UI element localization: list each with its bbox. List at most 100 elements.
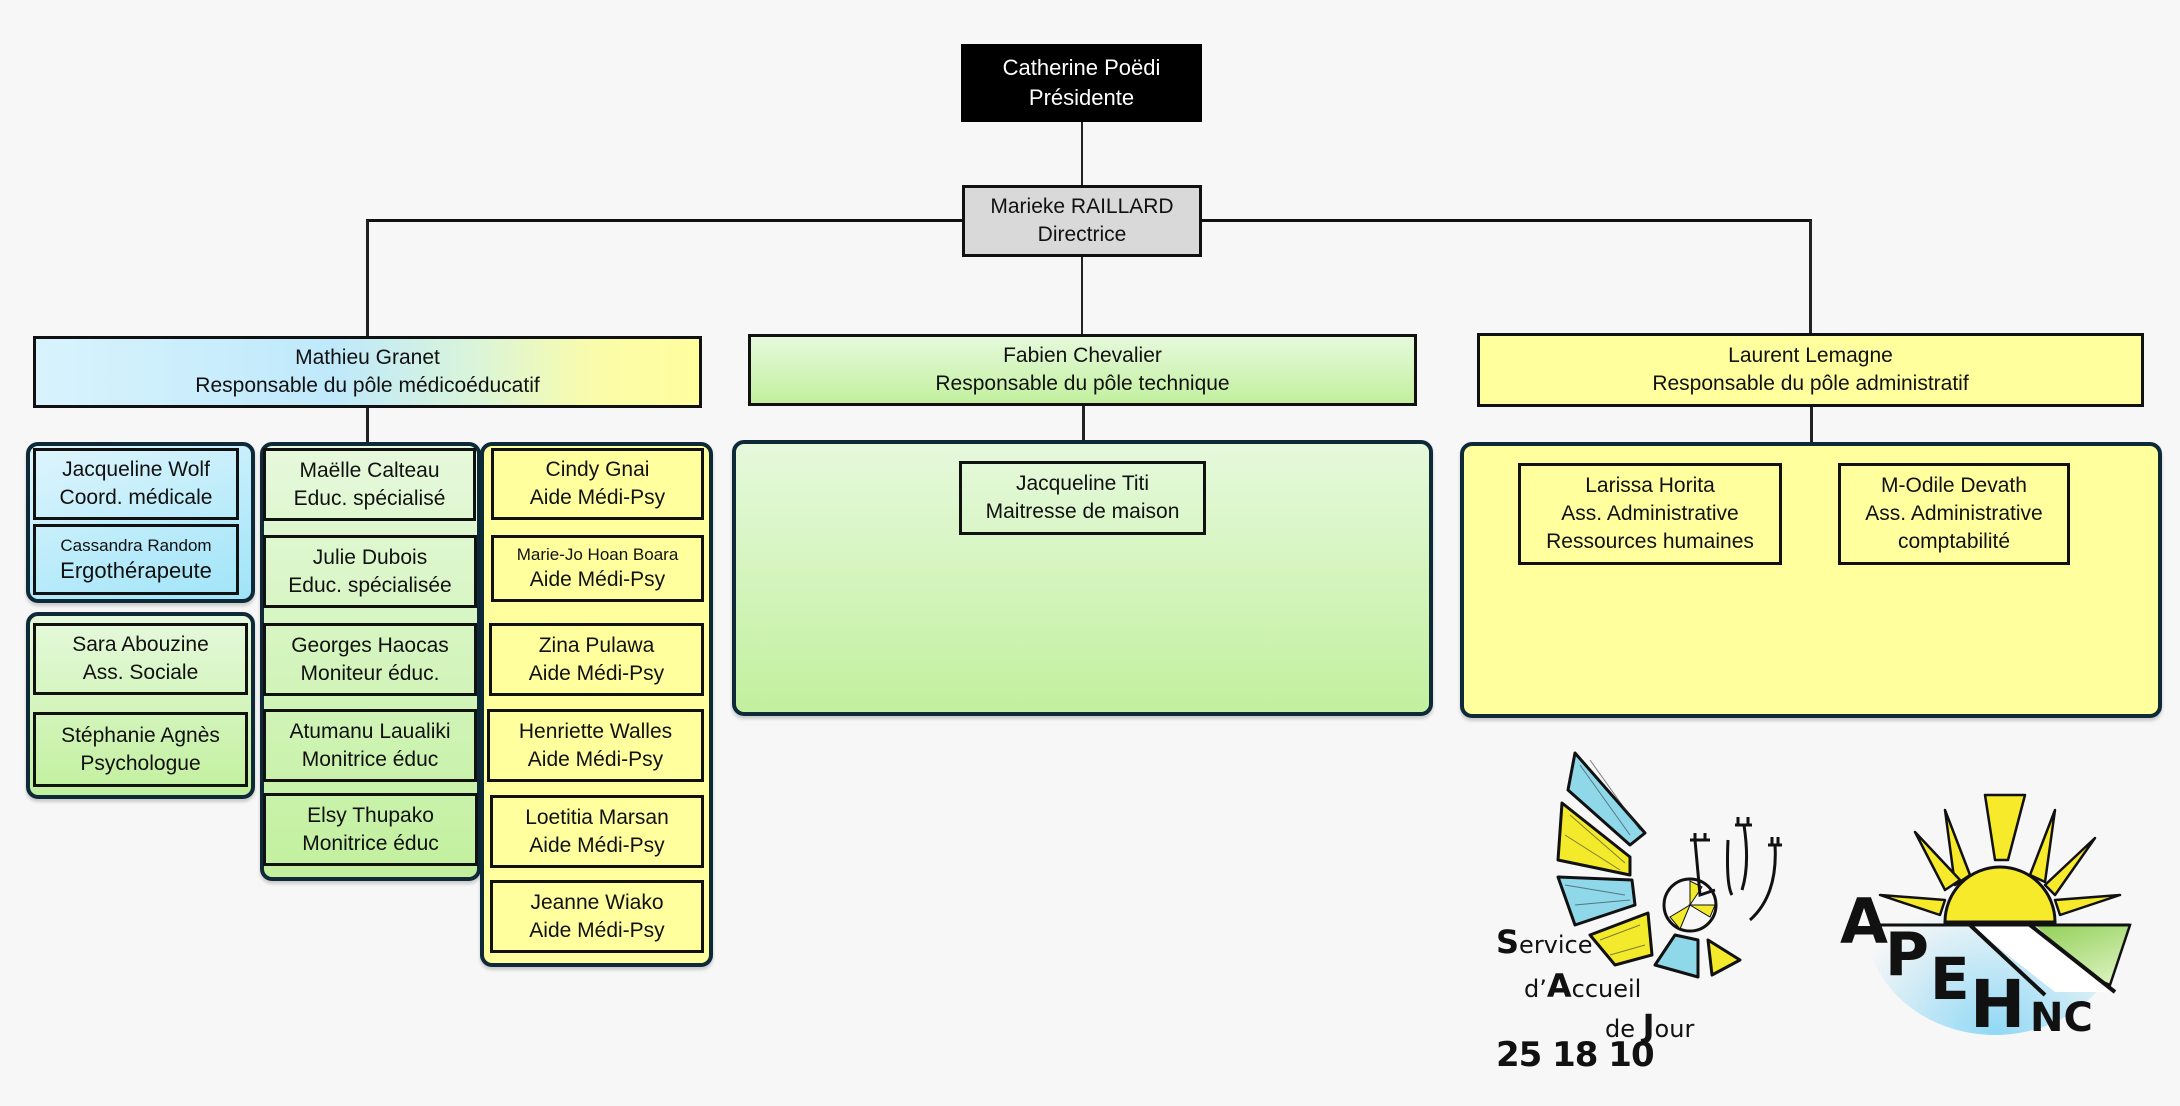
staff-name: Loetitia Marsan: [525, 805, 669, 829]
group-administratif: [1460, 442, 2162, 718]
pole-head-role: Responsable du pôle médicoéducatif: [195, 374, 540, 397]
saj-line-jour: de Jour: [1605, 1007, 1694, 1045]
saj-line-accueil: d’Accueil: [1524, 967, 1641, 1005]
staff-name: Georges Haocas: [291, 633, 449, 657]
staff-name: Elsy Thupako: [307, 803, 434, 827]
apehnc-logo: A P E H NC: [1830, 770, 2140, 1050]
staff-card[interactable]: Zina Pulawa Aide Médi-Psy: [489, 623, 704, 696]
apehnc-letter-e: E: [1930, 945, 1970, 1013]
pole-head-role: Responsable du pôle administratif: [1652, 372, 1969, 395]
connector-pole-admin: [1809, 220, 1812, 334]
staff-role: Psychologue: [80, 751, 201, 775]
group-social: [26, 612, 255, 799]
staff-name: Atumanu Laualiki: [289, 719, 451, 743]
group-technique: [732, 440, 1433, 716]
saj-logo: Service d’Accueil de Jour 25 18 10: [1480, 745, 1820, 1085]
text: d’: [1524, 975, 1547, 1003]
staff-detail: Ressources humaines: [1546, 530, 1754, 553]
staff-card[interactable]: Maëlle Calteau Educ. spécialisé: [263, 448, 476, 521]
staff-card[interactable]: Marie-Jo Hoan Boara Aide Médi-Psy: [491, 535, 704, 602]
staff-name: Cassandra Random: [60, 535, 212, 555]
director-node[interactable]: Marieke RAILLARD Directrice: [962, 185, 1202, 257]
staff-card[interactable]: Julie Dubois Educ. spécialisée: [263, 535, 477, 608]
staff-role: Educ. spécialisée: [288, 573, 452, 597]
connector-pole-medico: [366, 220, 369, 336]
director-role: Directrice: [1037, 223, 1127, 246]
staff-name: Henriette Walles: [518, 719, 673, 743]
group-educators: [260, 442, 481, 881]
staff-role: Monitrice éduc: [301, 747, 439, 771]
staff-card[interactable]: Stéphanie Agnès Psychologue: [33, 712, 248, 787]
staff-name: Zina Pulawa: [538, 633, 655, 657]
connector-pole-technique: [1081, 256, 1083, 335]
staff-role: Aide Médi-Psy: [529, 918, 665, 942]
apehnc-letter-h: H: [1970, 966, 2026, 1043]
connector-president-director: [1081, 122, 1083, 186]
text: ervice: [1519, 931, 1593, 959]
staff-name: Stéphanie Agnès: [61, 723, 220, 747]
staff-role: Aide Médi-Psy: [528, 661, 665, 685]
staff-role: Educ. spécialisé: [293, 486, 446, 510]
staff-card[interactable]: Loetitia Marsan Aide Médi-Psy: [490, 795, 704, 868]
president-role: Présidente: [1028, 85, 1135, 110]
pole-head-administratif[interactable]: Laurent Lemagne Responsable du pôle admi…: [1477, 333, 2144, 407]
staff-card[interactable]: M-Odile Devath Ass. Administrative compt…: [1838, 463, 2070, 565]
pole-head-name: Mathieu Granet: [295, 346, 440, 369]
staff-role: Aide Médi-Psy: [527, 747, 664, 771]
staff-role: Aide Médi-Psy: [529, 833, 665, 857]
staff-name: Marie-Jo Hoan Boara: [516, 544, 679, 564]
pole-head-role: Responsable du pôle technique: [935, 372, 1230, 395]
connector-technique-staff: [1082, 406, 1085, 442]
staff-role: Aide Médi-Psy: [529, 567, 666, 591]
staff-role: Maitresse de maison: [985, 500, 1180, 523]
pole-head-technique[interactable]: Fabien Chevalier Responsable du pôle tec…: [748, 334, 1417, 406]
saj-phone: 25 18 10: [1496, 1035, 1655, 1075]
pole-head-name: Laurent Lemagne: [1728, 344, 1893, 367]
staff-card[interactable]: Jeanne Wiako Aide Médi-Psy: [490, 880, 704, 953]
staff-role: Aide Médi-Psy: [529, 486, 666, 509]
staff-name: Sara Abouzine: [72, 633, 209, 656]
staff-role: Coord. médicale: [59, 486, 213, 509]
pole-head-name: Fabien Chevalier: [1003, 344, 1162, 367]
staff-card[interactable]: Sara Abouzine Ass. Sociale: [33, 623, 248, 695]
group-aides: [480, 442, 713, 967]
pole-head-medicoeducatif[interactable]: Mathieu Granet Responsable du pôle médic…: [33, 336, 702, 408]
staff-role: Ass. Administrative: [1561, 502, 1739, 525]
staff-name: Larissa Horita: [1585, 474, 1715, 497]
staff-role: Ass. Administrative: [1865, 502, 2043, 525]
staff-card[interactable]: Cindy Gnai Aide Médi-Psy: [491, 448, 704, 520]
text: de: [1605, 1015, 1643, 1043]
staff-name: Cindy Gnai: [545, 458, 650, 481]
president-node[interactable]: Catherine Poëdi Présidente: [961, 44, 1202, 122]
initial: A: [1546, 967, 1572, 1005]
group-medical: [26, 442, 255, 603]
staff-card[interactable]: Georges Haocas Moniteur éduc.: [263, 623, 477, 696]
staff-role: Moniteur éduc.: [300, 661, 440, 685]
staff-name: Maëlle Calteau: [299, 458, 440, 482]
staff-role: Monitrice éduc: [302, 831, 439, 855]
saj-logo-icon: [1556, 751, 1782, 979]
staff-name: M-Odile Devath: [1881, 474, 2027, 497]
staff-detail: comptabilité: [1897, 530, 2011, 553]
staff-role: Ass. Sociale: [82, 661, 199, 684]
staff-card[interactable]: Jacqueline Titi Maitresse de maison: [959, 461, 1206, 535]
staff-card[interactable]: Elsy Thupako Monitrice éduc: [263, 793, 478, 866]
saj-line-service: Service: [1496, 923, 1593, 961]
staff-name: Jeanne Wiako: [530, 890, 664, 914]
staff-card[interactable]: Larissa Horita Ass. Administrative Resso…: [1518, 463, 1782, 565]
staff-role: Ergothérapeute: [60, 557, 212, 583]
initial: J: [1642, 1007, 1655, 1045]
staff-card[interactable]: Atumanu Laualiki Monitrice éduc: [263, 709, 477, 782]
staff-card[interactable]: Jacqueline Wolf Coord. médicale: [33, 448, 239, 520]
apehnc-sun-icon: [1865, 793, 2132, 1035]
apehnc-letter-a: A: [1840, 885, 1888, 958]
apehnc-letter-p: P: [1885, 920, 1929, 990]
initial: S: [1496, 923, 1520, 961]
staff-card[interactable]: Cassandra Random Ergothérapeute: [33, 524, 239, 595]
apehnc-suffix: NC: [2030, 995, 2093, 1041]
staff-card[interactable]: Henriette Walles Aide Médi-Psy: [487, 709, 704, 782]
text: our: [1654, 1015, 1695, 1043]
staff-name: Jacqueline Titi: [1015, 472, 1150, 495]
staff-name: Jacqueline Wolf: [62, 458, 210, 481]
director-name: Marieke RAILLARD: [990, 195, 1174, 218]
